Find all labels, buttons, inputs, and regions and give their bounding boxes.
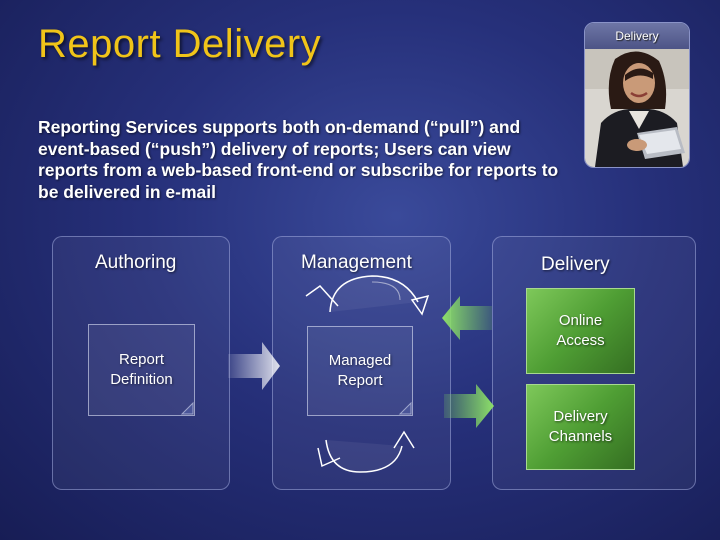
management-heading: Management xyxy=(301,252,412,273)
push-arrow-icon xyxy=(444,384,494,428)
online-access-line1: Online xyxy=(558,312,603,329)
report-definition-line2: Definition xyxy=(110,371,173,388)
delivery-channels-line2: Channels xyxy=(548,428,613,445)
managed-report-line1: Managed xyxy=(328,352,392,369)
report-definition-box: Report Definition xyxy=(88,324,195,416)
delivery-channels-box: Delivery Channels xyxy=(526,384,635,470)
managed-report-line2: Report xyxy=(337,372,383,389)
delivery-channels-line1: Delivery xyxy=(553,408,608,425)
slide-title: Report Delivery xyxy=(38,22,322,66)
report-definition-line1: Report xyxy=(118,351,165,368)
online-access-box: Online Access xyxy=(526,288,635,374)
online-access-line2: Access xyxy=(556,332,605,349)
photo-label: Delivery xyxy=(585,23,689,49)
authoring-heading: Authoring xyxy=(95,252,177,273)
description-text: Reporting Services supports both on-dema… xyxy=(38,117,559,202)
managed-report-box: Managed Report xyxy=(307,326,413,416)
woman-with-laptop-picture xyxy=(585,49,689,167)
delivery-photo: Delivery xyxy=(584,22,690,168)
delivery-heading: Delivery xyxy=(541,254,610,275)
